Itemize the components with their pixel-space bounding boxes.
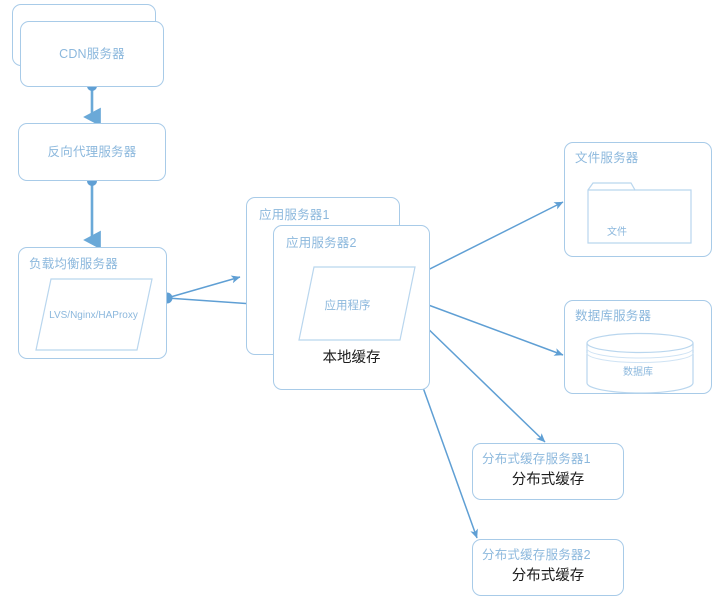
local-cache-label: 本地缓存 — [322, 350, 381, 366]
load-balancer-parallelogram — [35, 278, 153, 351]
application-inner-label: 应用程序 — [324, 300, 371, 312]
distributed-cache-server-2-label: 分布式缓存服务器2 — [482, 548, 591, 562]
application-parallelogram — [298, 266, 416, 341]
reverse-proxy-server-label: 反向代理服务器 — [47, 145, 137, 159]
edge-reverse-proxy-to-load-balancer — [83, 176, 101, 250]
edge-load-balancer-to-app-server-1 — [166, 275, 241, 299]
database-inner-label: 数据库 — [623, 367, 653, 378]
file-server-label: 文件服务器 — [575, 151, 639, 165]
file-inner-label: 文件 — [607, 227, 627, 238]
distributed-cache-server-1[interactable]: 分布式缓存服务器1 分布式缓存 — [472, 443, 624, 500]
database-server-label: 数据库服务器 — [575, 309, 652, 323]
cdn-server[interactable]: CDN服务器 — [20, 21, 164, 87]
distributed-cache-server-1-sub-label: 分布式缓存 — [511, 472, 585, 488]
file-server[interactable]: 文件服务器 文件 — [564, 142, 712, 257]
load-balancer-inner-label: LVS/Nginx/HAProxy — [49, 310, 138, 321]
app-server-2-label: 应用服务器2 — [286, 236, 357, 250]
load-balance-server-label: 负载均衡服务器 — [29, 257, 118, 271]
app-server-2[interactable]: 应用服务器2 应用程序 本地缓存 — [273, 225, 430, 390]
app-server-1-label: 应用服务器1 — [259, 208, 330, 222]
folder-icon — [587, 182, 692, 244]
distributed-cache-server-2-sub-label: 分布式缓存 — [511, 568, 585, 584]
cdn-server-label: CDN服务器 — [59, 47, 125, 61]
reverse-proxy-server[interactable]: 反向代理服务器 — [18, 123, 166, 181]
database-cylinder-icon — [586, 332, 694, 394]
distributed-cache-server-1-label: 分布式缓存服务器1 — [482, 452, 591, 466]
distributed-cache-server-2[interactable]: 分布式缓存服务器2 分布式缓存 — [472, 539, 624, 596]
load-balance-server[interactable]: 负载均衡服务器 LVS/Nginx/HAProxy — [18, 247, 167, 359]
database-server[interactable]: 数据库服务器 数据库 — [564, 300, 712, 394]
